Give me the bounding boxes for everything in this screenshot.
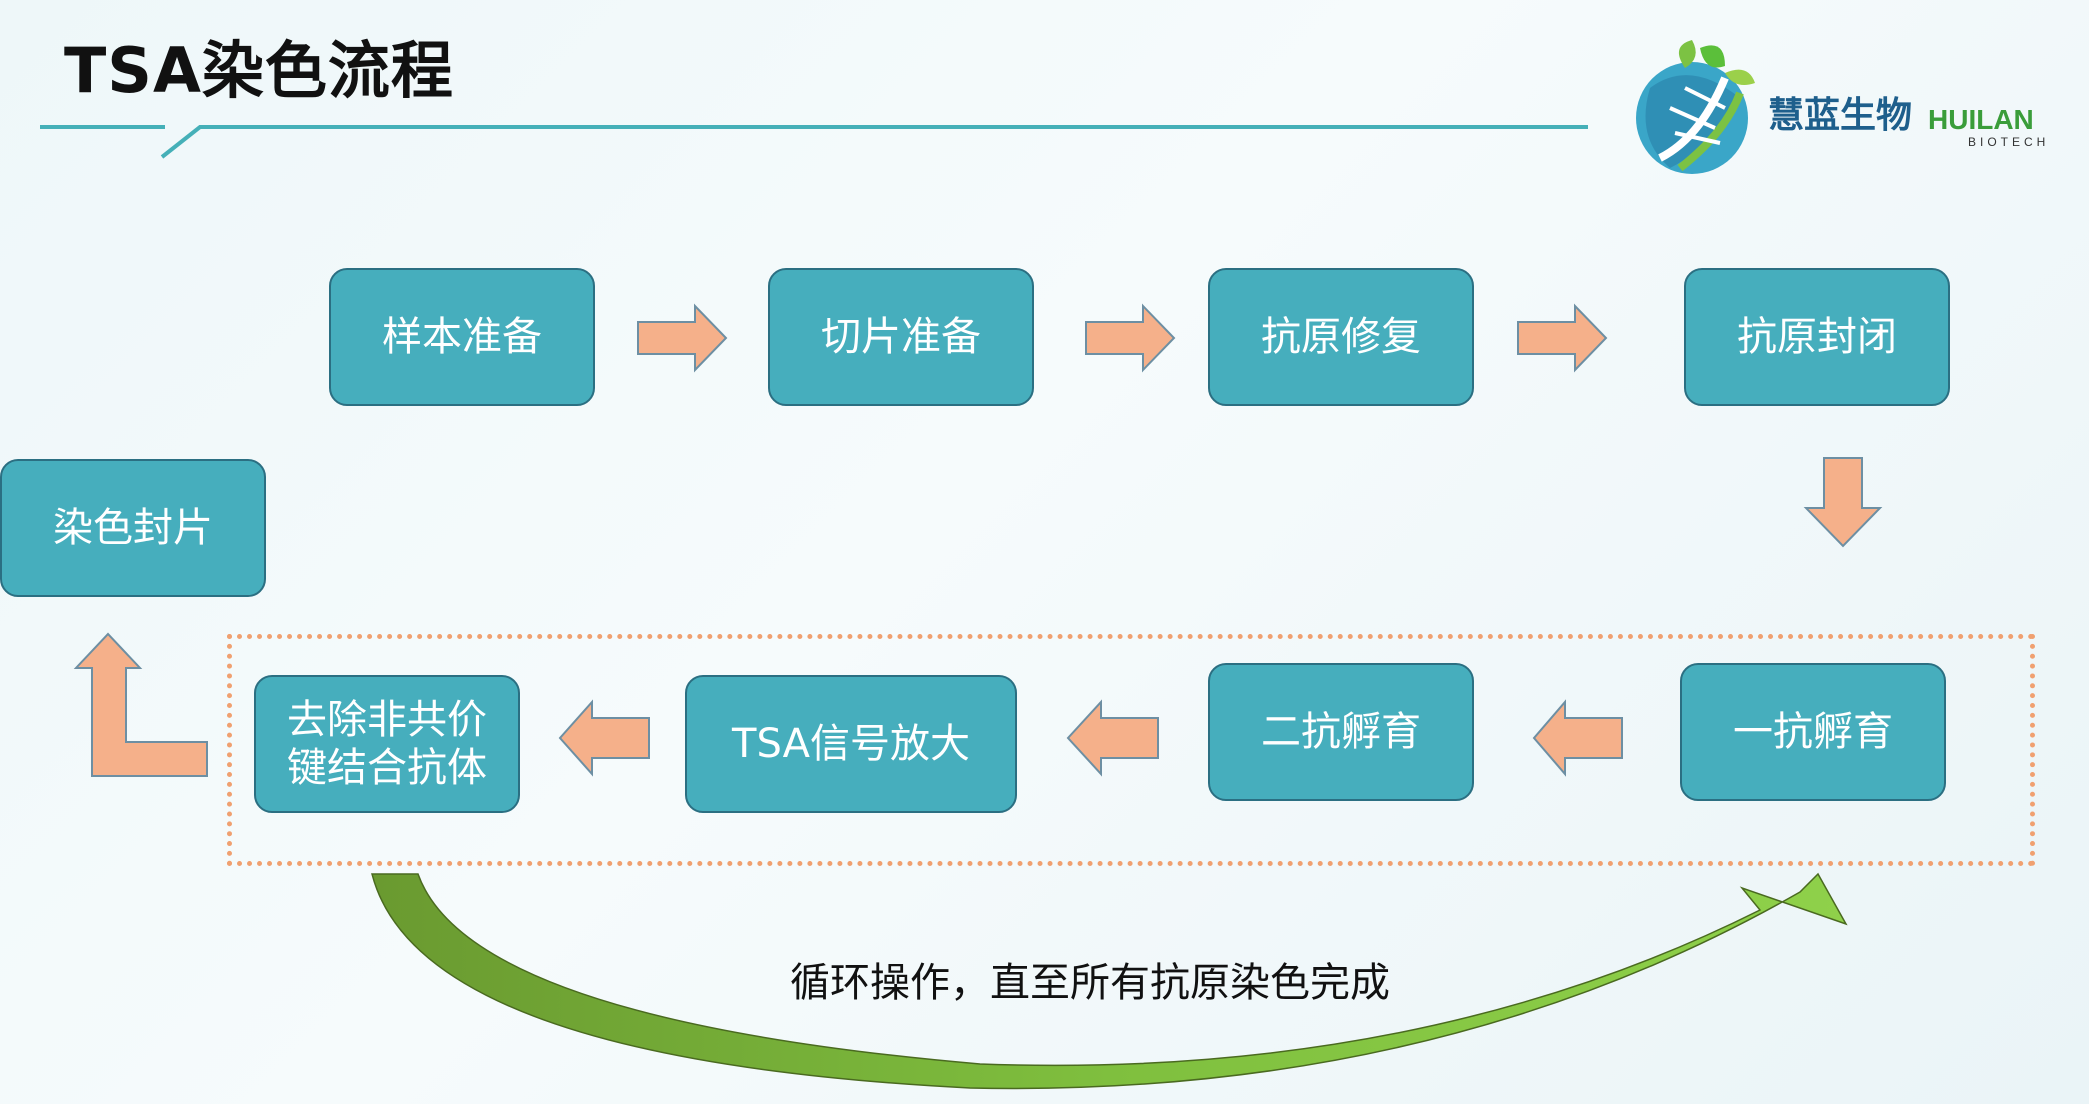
huilan-logo-icon	[1636, 40, 1755, 174]
page-title: TSA染色流程	[64, 34, 454, 107]
step-tsa-amplification: TSA信号放大	[685, 675, 1017, 813]
logo-sub: BIOTECH	[1968, 135, 2050, 149]
loop-caption: 循环操作，直至所有抗原染色完成	[790, 960, 1390, 1006]
header-underline	[40, 125, 1588, 159]
arrow-right-1	[637, 303, 728, 373]
arrow-up-l	[73, 632, 208, 777]
arrow-left-2	[1066, 699, 1159, 777]
step-primary-antibody: 一抗孵育	[1680, 663, 1946, 801]
arrow-down	[1803, 457, 1883, 548]
step-stain-mount: 染色封片	[0, 459, 266, 597]
arrow-right-3	[1517, 303, 1608, 373]
logo-name-en: HUILAN	[1928, 104, 2034, 135]
loop-region	[227, 634, 2035, 866]
remove-line-2: 键结合抗体	[287, 745, 487, 791]
logo-name-cn: 慧蓝生物	[1768, 95, 1913, 136]
arrow-left-1	[1532, 699, 1623, 777]
remove-line-1: 去除非共价	[287, 697, 487, 743]
step-secondary-antibody: 二抗孵育	[1208, 663, 1474, 801]
step-antigen-retrieval: 抗原修复	[1208, 268, 1474, 406]
step-section-prep: 切片准备	[768, 268, 1034, 406]
arrow-right-2	[1085, 303, 1176, 373]
arrow-left-3	[558, 699, 650, 777]
step-remove-antibody: 去除非共价 键结合抗体	[254, 675, 520, 813]
loop-arrow	[371, 872, 1848, 1090]
step-sample-prep: 样本准备	[329, 268, 595, 406]
step-antigen-blocking: 抗原封闭	[1684, 268, 1950, 406]
